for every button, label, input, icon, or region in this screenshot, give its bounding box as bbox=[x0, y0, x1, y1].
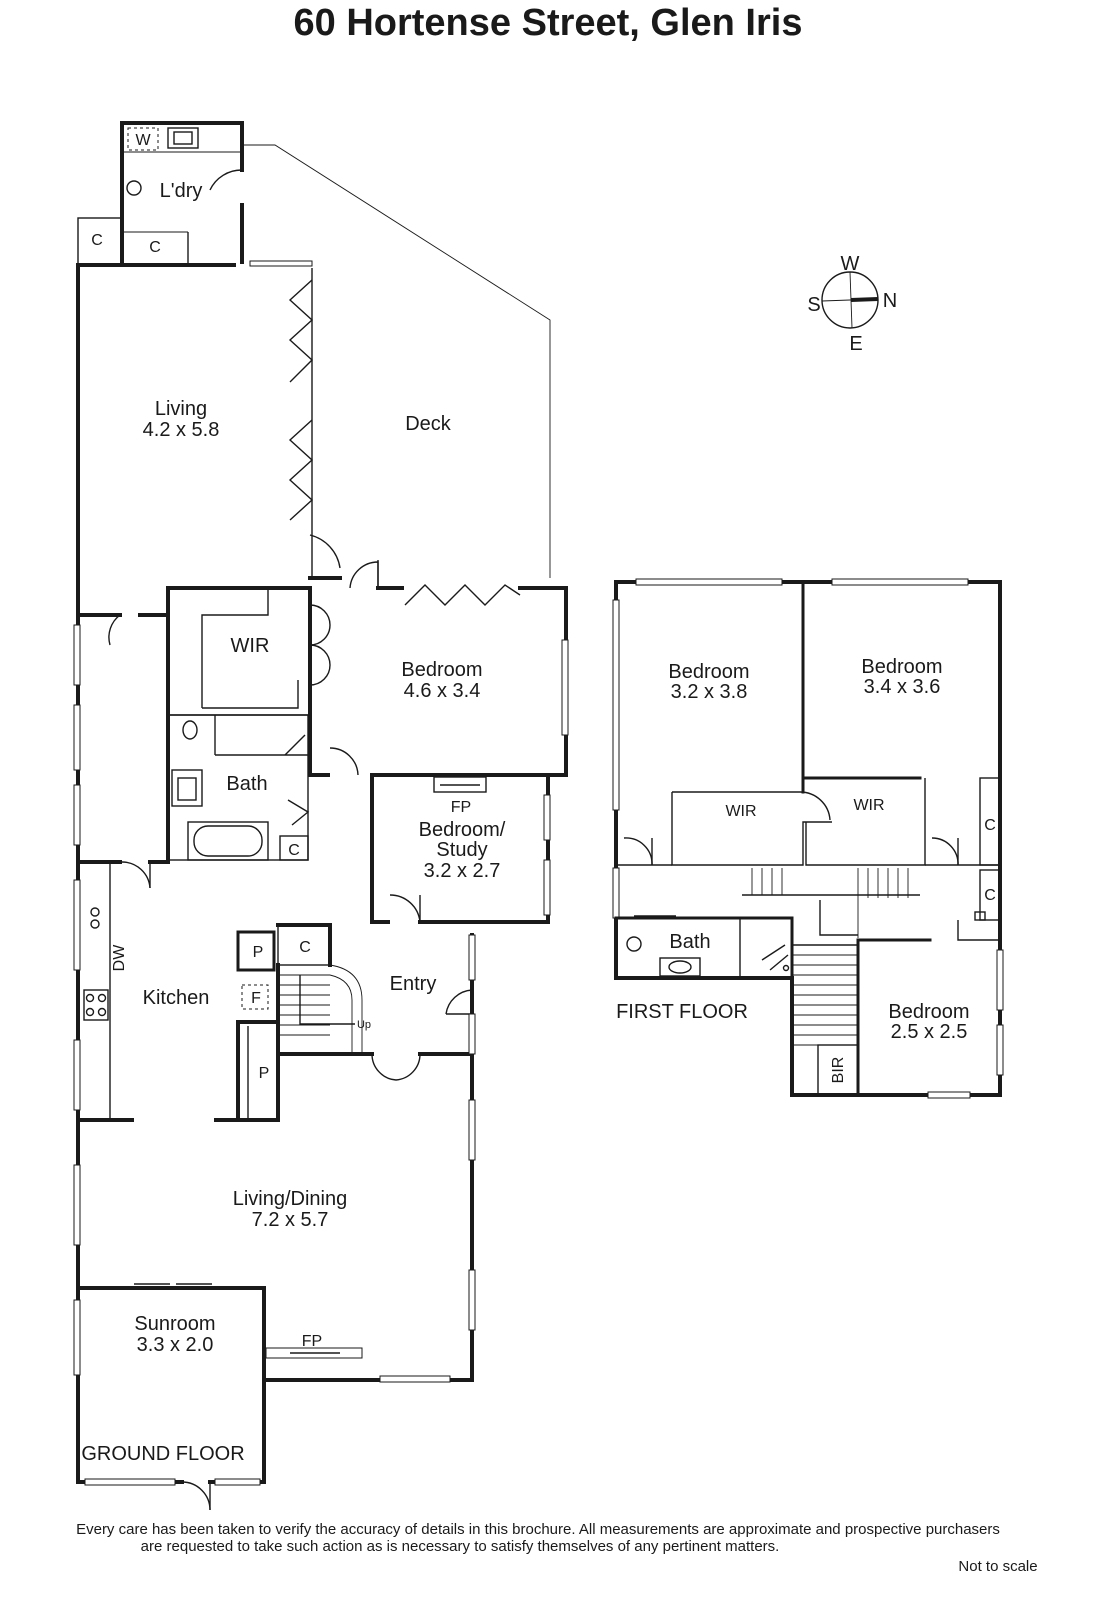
first-wir-1-label: WIR bbox=[725, 803, 756, 820]
first-wir-2-label: WIR bbox=[853, 797, 884, 814]
dishwasher-label: DW bbox=[111, 944, 128, 972]
pantry-1-label: P bbox=[253, 944, 264, 961]
entry-stairs: P C F Up Entry P bbox=[236, 923, 476, 1122]
pantry-2-label: P bbox=[259, 1065, 270, 1082]
first-cupboard-1-label: C bbox=[984, 817, 996, 834]
ground-side-windows bbox=[73, 624, 81, 1111]
living-dining-size: 7.2 x 5.7 bbox=[252, 1209, 329, 1231]
bedroom-4-name: Bedroom bbox=[888, 1001, 969, 1023]
cupboard-3-label: C bbox=[299, 939, 311, 956]
sunroom-name: Sunroom bbox=[134, 1313, 215, 1335]
study-size: 3.2 x 2.7 bbox=[424, 860, 501, 882]
ground-floor: Deck W bbox=[73, 121, 569, 1511]
compass: W S N E bbox=[807, 253, 897, 355]
compass-s: S bbox=[807, 294, 820, 316]
fireplace-2-label: FP bbox=[302, 1333, 322, 1350]
bedroom-4-size: 2.5 x 2.5 bbox=[891, 1021, 968, 1043]
living-name: Living bbox=[155, 398, 207, 420]
compass-e: E bbox=[849, 333, 862, 355]
page-title: 60 Hortense Street, Glen Iris bbox=[294, 2, 803, 44]
stair-up-label: Up bbox=[357, 1019, 371, 1031]
deck: Deck bbox=[242, 144, 551, 578]
kitchen-label: Kitchen bbox=[143, 987, 210, 1009]
laundry-label: L'dry bbox=[160, 180, 203, 202]
first-floor: Bedroom 3.2 x 3.8 Bedroom 3.4 x 3.6 WIR … bbox=[612, 578, 1004, 1099]
ground-wir: WIR bbox=[168, 588, 308, 716]
wir-label: WIR bbox=[231, 635, 270, 657]
entry-label: Entry bbox=[390, 973, 437, 995]
bath-label: Bath bbox=[226, 773, 267, 795]
laundry-room bbox=[77, 121, 244, 267]
living-size: 4.2 x 5.8 bbox=[143, 419, 220, 441]
cupboard-2-label: C bbox=[149, 239, 161, 256]
sunroom-size: 3.3 x 2.0 bbox=[137, 1334, 214, 1356]
first-floor-label: FIRST FLOOR bbox=[616, 1001, 748, 1023]
ground-outline bbox=[76, 260, 474, 1484]
washer-label: W bbox=[135, 132, 151, 149]
disclaimer-line-1: Every care has been taken to verify the … bbox=[76, 1521, 1000, 1538]
bedroom-2-size: 3.2 x 3.8 bbox=[671, 681, 748, 703]
bath-cupboard-label: C bbox=[288, 842, 300, 859]
bedroom-3-name: Bedroom bbox=[861, 656, 942, 678]
bedroom-2-name: Bedroom bbox=[668, 661, 749, 683]
ground-bath: Bath C bbox=[167, 714, 310, 861]
ground-floor-label: GROUND FLOOR bbox=[81, 1443, 244, 1465]
disclaimer-line-2: are requested to take such action as is … bbox=[141, 1538, 780, 1555]
cupboard-1-label: C bbox=[91, 232, 103, 249]
deck-label: Deck bbox=[405, 413, 452, 435]
living-bifold-doors bbox=[288, 268, 342, 580]
hall-walls bbox=[76, 613, 170, 889]
first-cupboard-2-label: C bbox=[984, 887, 996, 904]
living-dining-name: Living/Dining bbox=[233, 1188, 348, 1210]
not-to-scale-label: Not to scale bbox=[958, 1558, 1037, 1575]
first-floor-bath bbox=[614, 915, 794, 980]
living-dining-sunroom: Living/Dining 7.2 x 5.7 Sunroom 3.3 x 2.… bbox=[73, 1099, 476, 1511]
bir-label: BIR bbox=[830, 1057, 847, 1084]
bedroom-3-size: 3.4 x 3.6 bbox=[864, 676, 941, 698]
staircase-treads bbox=[280, 964, 363, 1054]
fireplace-1-label: FP bbox=[451, 799, 471, 816]
study-name-line1: Bedroom/ bbox=[419, 819, 506, 841]
compass-n: N bbox=[883, 290, 897, 312]
fridge-label: F bbox=[251, 990, 261, 1007]
compass-w: W bbox=[841, 253, 860, 275]
study-name-line2: Study bbox=[436, 839, 487, 861]
bedroom-1-size: 4.6 x 3.4 bbox=[404, 680, 481, 702]
bedroom-1-name: Bedroom bbox=[401, 659, 482, 681]
first-bath-label: Bath bbox=[669, 931, 710, 953]
bedroom-1-walls bbox=[166, 560, 569, 864]
study-walls bbox=[370, 773, 551, 924]
